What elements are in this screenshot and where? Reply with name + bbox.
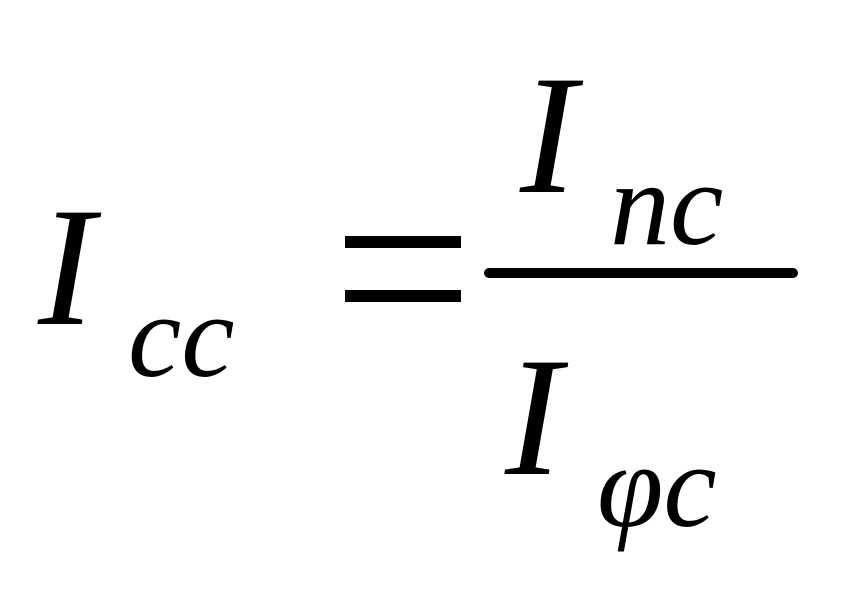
denominator-symbol: I: [505, 323, 562, 511]
fraction-bar: [484, 268, 798, 278]
lhs-subscript: cc: [128, 269, 235, 402]
lhs-symbol: I: [38, 173, 95, 361]
equals-bottom-bar: [345, 290, 461, 302]
equals-sign: [345, 236, 461, 302]
numerator-subscript: nc: [610, 137, 724, 270]
denominator-subscript: φc: [597, 419, 717, 552]
numerator-symbol: I: [520, 41, 577, 229]
equals-top-bar: [345, 236, 461, 248]
